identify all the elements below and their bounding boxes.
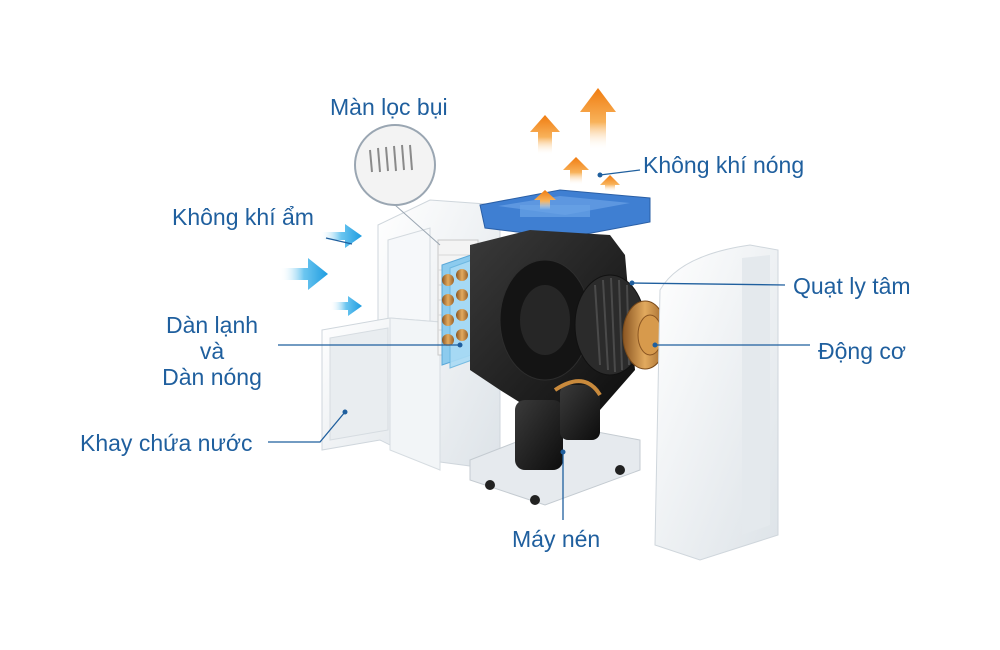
arrow-up-icon	[580, 88, 616, 150]
arrow-right-icon	[280, 258, 328, 290]
leader-hot-air	[599, 169, 641, 176]
arrow-up-icon	[534, 190, 556, 210]
label-compressor: Máy nén	[512, 526, 601, 552]
label-centrifugal-fan: Quạt ly tâm	[793, 273, 911, 299]
label-coils-line2: và	[199, 338, 225, 364]
control-panel-part	[479, 189, 651, 239]
outflow-arrows	[530, 88, 620, 210]
front-cover	[654, 244, 779, 561]
label-coils: Dàn lạnh và Dàn nóng	[150, 312, 274, 390]
compressor-part	[469, 379, 641, 506]
label-motor: Động cơ	[818, 338, 906, 364]
water-tray	[321, 317, 441, 471]
arrow-up-icon	[600, 175, 620, 192]
arrow-right-icon	[330, 296, 362, 316]
label-water-tray: Khay chứa nước	[80, 430, 253, 456]
leader-humid-air	[325, 237, 353, 245]
leader-fan	[631, 282, 786, 286]
leader-tray	[268, 411, 346, 443]
inflow-arrows	[280, 224, 362, 316]
arrow-up-icon	[530, 115, 560, 155]
leader-lines	[268, 169, 810, 520]
label-humid-air: Không khí ẩm	[172, 204, 314, 230]
label-coils-line3: Dàn nóng	[162, 364, 262, 390]
label-coils-line1: Dàn lạnh	[165, 312, 259, 338]
label-hot-air: Không khí nóng	[643, 152, 805, 178]
label-dust-filter: Màn lọc bụi	[330, 94, 448, 120]
arrow-up-icon	[563, 157, 589, 185]
arrow-right-icon	[320, 224, 362, 248]
